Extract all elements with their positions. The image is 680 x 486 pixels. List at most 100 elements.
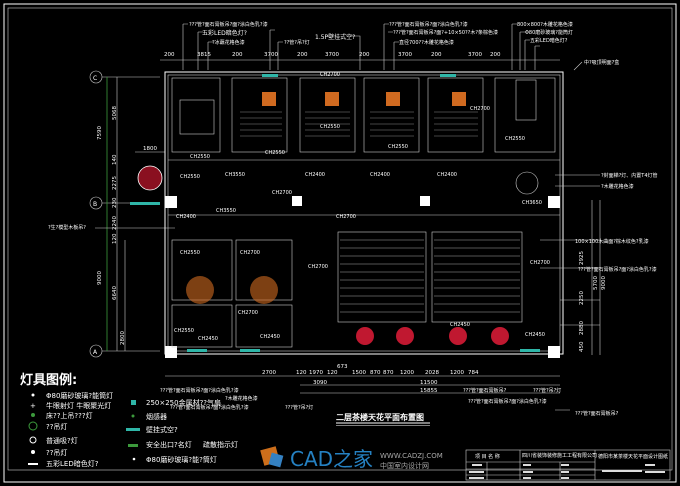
annotation: 五彩LED暗色灯? xyxy=(530,37,568,44)
annotation: 1.5P壁挂式空? xyxy=(315,33,355,41)
exit-sign-icon xyxy=(128,444,138,447)
ac-units xyxy=(130,74,540,352)
label: CH2700 xyxy=(272,190,292,196)
label: 9000 xyxy=(601,276,607,290)
label: ?木雕花格色漆 xyxy=(225,395,258,402)
label: ???管?面石膏板吊? xyxy=(463,387,507,394)
axis-label-c: C xyxy=(93,75,97,82)
label: 3700 xyxy=(325,52,339,58)
ac-icon xyxy=(126,428,140,431)
annotation: ?冰蘸花格色漆 xyxy=(212,39,245,46)
label: CH2550 xyxy=(265,150,285,156)
label: CH2700 xyxy=(530,260,550,266)
label: CH2550 xyxy=(180,250,200,256)
label: CH2400 xyxy=(370,172,390,178)
label: CH2550 xyxy=(320,124,340,130)
label: WWW.CADZJ.COM xyxy=(380,452,443,460)
label: 1970 xyxy=(309,370,323,376)
label: CH2700 xyxy=(336,214,356,220)
left-annotation: ?生?模型木板吊? xyxy=(48,224,86,231)
label: CH2450 xyxy=(260,334,280,340)
legend-label: 烟感器 xyxy=(146,412,167,421)
label: 100×100木曲面?棕木纹色?乳漆 xyxy=(575,238,649,245)
project-label: 项 目 名 称 xyxy=(475,453,500,460)
label: CH2450 xyxy=(450,322,470,328)
label: CH2550 xyxy=(180,174,200,180)
room xyxy=(363,77,420,153)
label: 200 xyxy=(297,52,308,58)
room xyxy=(494,77,556,153)
pendant-lamps xyxy=(356,327,509,345)
label: 200 xyxy=(164,52,175,58)
label: ???管?吊?灯 xyxy=(533,387,561,394)
legend-label: 250×250金属材??气扇 xyxy=(146,398,221,407)
room-labels: CH2550 CH2550 CH2550 CH2550 CH2700 CH270… xyxy=(174,72,550,342)
spiral-stair xyxy=(137,165,163,191)
label: 2925 xyxy=(579,251,585,265)
axis-label-a: A xyxy=(93,349,98,356)
label: 673 xyxy=(337,364,348,370)
label: 中国室内设计网 xyxy=(380,461,429,470)
label: 3815 xyxy=(197,52,211,58)
label: 230 xyxy=(112,197,118,208)
label: CH2450 xyxy=(525,332,545,338)
legend-heading: 灯具图例: xyxy=(20,372,77,388)
annotation: ???管?面石膏板吊?面?涂白色乳?漆 xyxy=(189,21,268,28)
label: 200 xyxy=(490,52,501,58)
drawing-frame xyxy=(3,3,677,483)
bar-lamp-icon xyxy=(28,463,38,465)
label: 2240 xyxy=(112,216,118,230)
label: 120 xyxy=(327,370,338,376)
label: 11500 xyxy=(420,380,438,386)
label: CH2400 xyxy=(176,214,196,220)
room xyxy=(427,77,484,153)
label: ?封面梯?灯、内置T4灯管 xyxy=(601,172,658,179)
label: 140 xyxy=(112,154,118,165)
label: 2800 xyxy=(120,331,126,345)
label: CH2450 xyxy=(198,336,218,342)
label: 2700 xyxy=(262,370,276,376)
room xyxy=(231,77,288,153)
label: 120 xyxy=(112,233,118,244)
label: CH3650 xyxy=(522,200,542,206)
watermark: CAD之家 WWW.CADZJ.COM 中国室内设计网 xyxy=(260,446,443,471)
lighting-legend: 灯具图例: Φ80磨砂玻璃?能筒灯 + 牛眼射灯 牛眼聚光灯 床??上吊???灯… xyxy=(20,372,238,468)
label: 6640 xyxy=(112,286,118,300)
ceiling-medallions xyxy=(262,92,466,106)
label: CH3550 xyxy=(225,172,245,178)
label: 3090 xyxy=(313,380,327,386)
ceiling-lamp-icon xyxy=(31,413,35,417)
smoke-detector-icon xyxy=(131,414,135,418)
label: 9000 xyxy=(97,271,103,285)
label: ???管?吊?灯 xyxy=(285,404,313,411)
annotation: ???管?面石膏板吊?面?+10×50??木?条棕色漆 xyxy=(393,29,498,36)
floor-plan xyxy=(130,71,564,358)
legend-label: 五彩LED暗色灯? xyxy=(46,459,99,468)
label: 450 xyxy=(579,341,585,352)
label: 3700 xyxy=(468,52,482,58)
annotation: ???管?面石膏板吊?面?涂白色乳?漆 xyxy=(389,21,468,28)
inner-frame xyxy=(7,7,673,471)
annotation: ??管?吊?灯 xyxy=(284,39,310,46)
axis-label-b: B xyxy=(93,201,97,208)
label: 15855 xyxy=(420,388,438,394)
downlight-icon xyxy=(132,457,136,461)
label: 120 xyxy=(296,370,307,376)
pendant-icon xyxy=(31,450,35,454)
drawing-title: 二层茶楼天花平面布置图 xyxy=(336,412,424,422)
legend-label: 普通吸?灯 xyxy=(46,436,78,445)
annotation: 直径700??木雕花格色漆 xyxy=(399,39,454,46)
label: CH2700 xyxy=(308,264,328,270)
label: ???管?面石膏板吊?面?涂白色乳?漆 xyxy=(160,387,239,394)
vent-icon xyxy=(131,400,136,405)
label: 1500 xyxy=(352,370,366,376)
drawing-name: 德阳市某茶楼天花平面设计图纸 xyxy=(598,453,668,460)
label: CH2550 xyxy=(388,144,408,150)
legend-label: 牛眼射灯 牛眼聚光灯 xyxy=(46,401,111,410)
chandelier-icon xyxy=(28,421,38,431)
legend-label: 壁挂式空? xyxy=(146,425,178,434)
annotation: 800×800?木雕花格色漆 xyxy=(517,21,573,28)
top-annotations: ???管?面石膏板吊?面?涂白色乳?漆 五彩LED暗色灯? ?冰蘸花格色漆 ??… xyxy=(182,21,619,71)
top-dimension-line: 200 3815 200 3700 200 3700 200 3700 200 … xyxy=(160,52,560,61)
